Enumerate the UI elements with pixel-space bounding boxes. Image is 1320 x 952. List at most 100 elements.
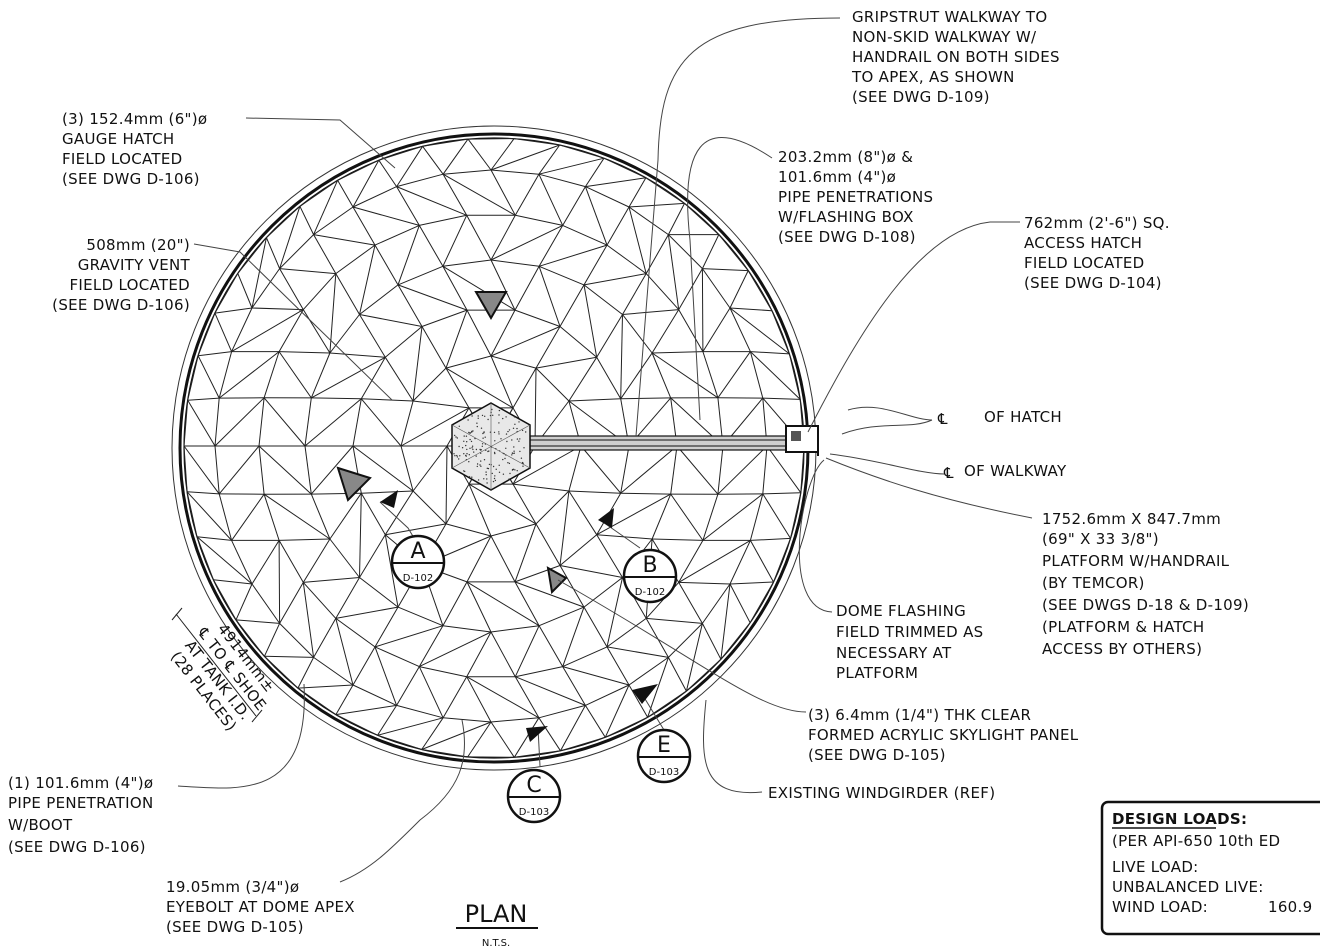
hub-speckle (495, 468, 497, 470)
note-line: (SEE DWG D-106) (62, 170, 200, 188)
dome-strut (302, 273, 337, 310)
dome-strut (258, 397, 265, 447)
dome-strut (335, 714, 378, 736)
note-skylight: (3) 6.4mm (1/4") THK CLEAR FORMED ACRYLI… (808, 706, 1078, 764)
dome-strut (313, 656, 354, 686)
hub-speckle (483, 459, 486, 461)
dome-strut (667, 203, 685, 235)
dome-strut (359, 244, 376, 315)
hub-speckle (456, 454, 458, 457)
dome-strut (251, 583, 281, 624)
dome-strut (678, 268, 703, 310)
dome-strut (466, 535, 492, 583)
dome-strut (329, 314, 360, 354)
dome-strut (538, 265, 585, 286)
dome-strut (538, 225, 564, 267)
dome-strut (419, 631, 492, 668)
note-pipe-penetrations: 203.2mm (8")ø & 101.6mm (4")ø PIPE PENET… (778, 148, 933, 246)
dome-strut (718, 234, 749, 271)
dome-strut (720, 622, 751, 660)
dome-strut (535, 367, 570, 402)
dome-strut (445, 483, 470, 525)
hub-speckle (467, 419, 469, 421)
dome-strut (701, 623, 722, 660)
dome-strut (310, 352, 331, 399)
dome-strut (360, 398, 402, 447)
dome-strut (313, 206, 354, 236)
dome-strut (538, 704, 586, 719)
dome-strut (374, 646, 398, 706)
hub-speckle (520, 457, 523, 459)
note-platform: 1752.6mm X 847.7mm (69" X 33 3/8") PLATF… (1042, 510, 1249, 658)
hub-speckle (477, 415, 479, 417)
dome-strut (585, 684, 630, 706)
dome-strut (515, 214, 563, 226)
dome-strut (186, 491, 198, 537)
dome-strut (717, 445, 768, 495)
dome-strut (652, 351, 703, 354)
dome-strut (352, 206, 420, 226)
note-line: (3) 152.4mm (6")ø (62, 110, 207, 128)
dome-strut (214, 397, 265, 447)
dome-strut (790, 492, 802, 539)
dome-strut (196, 536, 253, 585)
dome-strut (396, 186, 420, 226)
dome-strut (514, 173, 540, 216)
dome-strut (583, 577, 623, 608)
hub-speckle (465, 435, 468, 437)
dome-strut (559, 326, 598, 358)
dome-strut (762, 492, 801, 495)
shoe-spacing-dimension: 4914mm± ℄ TO ℄ SHOE AT TANK I.D. (28 PLA… (167, 607, 279, 735)
dome-strut (749, 351, 764, 399)
hub-speckle (472, 448, 474, 451)
hub-speckle (486, 467, 488, 469)
dome-strut (442, 173, 468, 216)
hub-speckle (479, 464, 481, 466)
dome-strut (359, 284, 399, 315)
centerline-symbol: ℄ (937, 410, 948, 428)
dome-strut (490, 535, 516, 583)
dome-strut (750, 537, 791, 541)
dome-strut (568, 357, 598, 402)
note-pipe-boot: (1) 101.6mm (4")ø PIPE PENETRATION W/BOO… (8, 774, 153, 856)
dome-strut (490, 169, 516, 216)
dome-strut (466, 581, 492, 633)
dome-strut (197, 355, 220, 399)
dome-strut (279, 582, 304, 624)
hub-speckle (494, 452, 496, 455)
dome-strut (584, 157, 605, 187)
dome-strut (538, 244, 608, 267)
dome-strut (421, 717, 444, 750)
hub-speckle (525, 431, 527, 433)
dome-strut (335, 244, 376, 275)
dome-strut (651, 352, 719, 399)
dome-strut (231, 493, 265, 541)
dome-strut (701, 268, 704, 352)
dome-strut (702, 351, 719, 398)
dome-strut (310, 445, 354, 495)
hub-speckle (482, 437, 484, 439)
dome-strut (310, 493, 331, 540)
hub-speckle (492, 465, 495, 468)
dome-strut (442, 215, 468, 267)
dome-strut (514, 309, 561, 327)
dome-strut (313, 180, 339, 235)
dome-strut (606, 646, 630, 686)
hub-speckle (498, 431, 500, 433)
section-marker-b: B D-102 (622, 548, 678, 604)
dome-strut (397, 284, 423, 327)
dome-strut (490, 355, 537, 369)
hub-speckle (513, 446, 515, 448)
dome-strut (231, 307, 253, 352)
hub-speckle (477, 417, 479, 419)
dome-strut (467, 721, 492, 758)
dome-strut (559, 565, 623, 578)
dome-strut (490, 144, 560, 171)
dome-strut (183, 445, 188, 492)
hub-speckle (504, 457, 506, 460)
dome-strut (535, 523, 561, 566)
dome-strut (187, 400, 216, 447)
note-line: EYEBOLT AT DOME APEX (166, 898, 355, 916)
hub-speckle (487, 418, 489, 421)
hub-speckle (518, 421, 520, 423)
